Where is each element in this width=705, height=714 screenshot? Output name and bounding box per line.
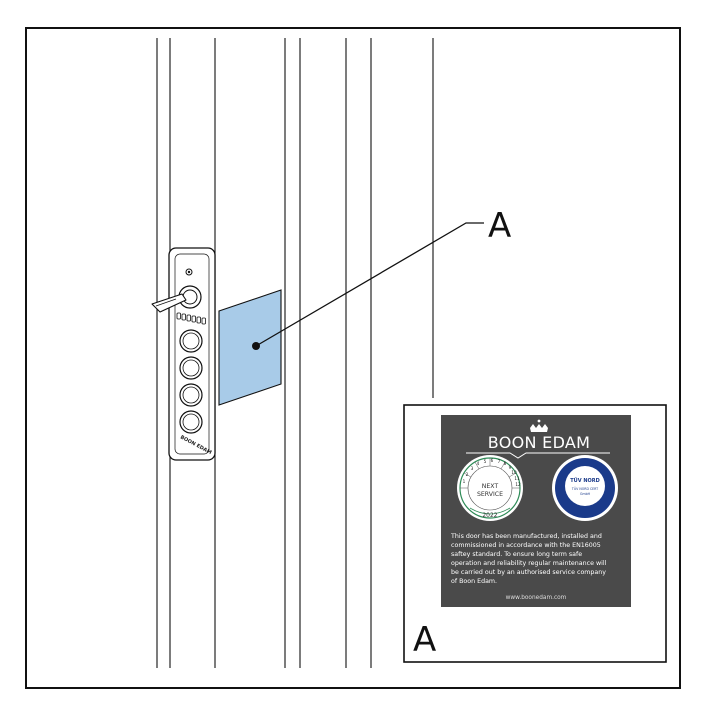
seal-month: 10	[511, 470, 517, 475]
detail-letter: A	[413, 620, 436, 660]
certifier-sub: GmbH	[580, 492, 591, 496]
body-line: of Boon Edam.	[451, 578, 497, 585]
seal-month: 2	[466, 472, 469, 477]
body-line: be carried out by an authorised service …	[451, 569, 606, 576]
service-label: BOON EDAM 1 2 3 4	[441, 415, 631, 607]
certifier-name: TÜV NORD	[570, 477, 600, 484]
label-body-text: This door has been manufactured, install…	[450, 533, 607, 585]
seal-month: 11	[514, 476, 520, 481]
certifier-cert: TÜV NORD CERT	[571, 486, 598, 491]
round-button-icon	[179, 329, 203, 353]
seal-month: 9	[509, 465, 512, 470]
certifier-seal: TÜV NORD TÜV NORD CERT GmbH	[552, 455, 618, 521]
seal-month: 4	[477, 461, 480, 466]
seal-month: 1	[463, 479, 466, 484]
callout-dot	[252, 342, 260, 350]
seal-month: 3	[471, 466, 474, 471]
body-line: saftey standard. To ensure long term saf…	[451, 551, 582, 558]
next-service-seal: 1 2 3 4 5 6 7 8 9 10 11 12 NEXT SERVICE …	[457, 455, 523, 521]
key-icon	[151, 293, 187, 313]
seal-month: 6	[491, 458, 494, 463]
seal-year: 2022	[482, 512, 497, 519]
round-button-icon	[179, 383, 203, 407]
detail-box: A BOON EDAM	[403, 404, 667, 663]
seal-month: 8	[504, 461, 507, 466]
callout-letter: A	[488, 206, 511, 246]
arrow-underline-icon	[466, 452, 610, 459]
round-button-icon	[179, 410, 203, 434]
body-line: commissioned in accordance with the EN16…	[451, 542, 601, 549]
callout-leader-line	[255, 222, 484, 347]
seal-month: 12	[515, 482, 521, 487]
crown-logo-icon	[530, 419, 548, 432]
label-brand: BOON EDAM	[488, 433, 591, 452]
control-panel: BOON EDAM	[151, 247, 216, 461]
round-button-icon	[179, 356, 203, 380]
label-website: www.boonedam.com	[506, 595, 567, 601]
seal-next-line1: NEXT	[482, 483, 499, 490]
seal-month: 5	[484, 459, 487, 464]
panel-buttons	[179, 329, 203, 434]
seal-next-line2: SERVICE	[477, 491, 503, 498]
seal-month: 7	[498, 459, 501, 464]
body-line: operation and reliability regular mainte…	[451, 560, 607, 567]
body-line: This door has been manufactured, install…	[450, 533, 602, 540]
indicator-leds	[176, 312, 206, 325]
label-highlight-area	[218, 289, 282, 406]
door-profile-lines	[156, 38, 434, 668]
